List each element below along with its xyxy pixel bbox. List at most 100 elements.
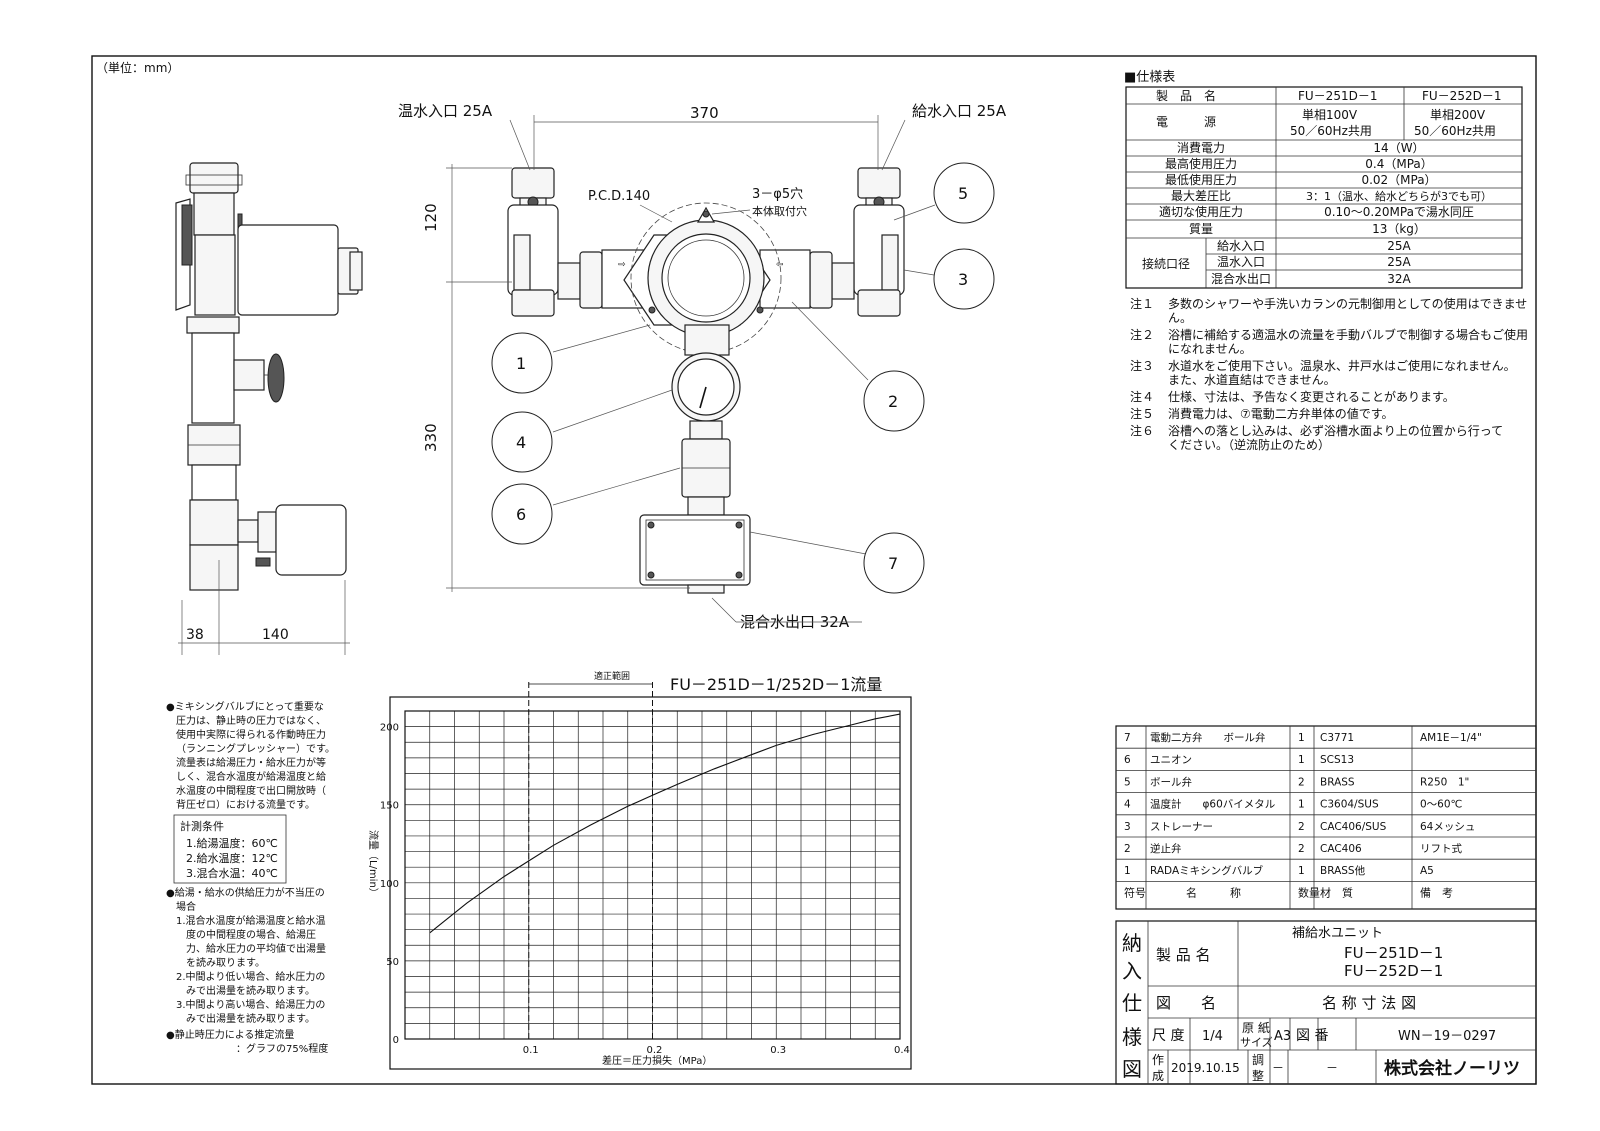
tb-adjust: － <box>1272 1061 1284 1075</box>
spec-row-label: 消費電力 <box>1177 140 1225 155</box>
tb-made-label1: 作 <box>1152 1053 1164 1067</box>
parts-cell: 5 <box>1124 776 1131 788</box>
flow-note-line: 3.中間より高い場合、給湯圧力の <box>176 998 325 1011</box>
parts-cell: 3 <box>1124 821 1131 833</box>
flow-note-line: 流量表は給湯圧力・給水圧力が等 <box>176 756 326 769</box>
tb-side-char: 納 <box>1122 931 1142 955</box>
chart-frame <box>389 696 912 1070</box>
tb-date: 2019.10.15 <box>1171 1061 1240 1075</box>
spec-row-value: 3：1（温水、給水どちらが3でも可） <box>1306 189 1492 203</box>
note-text: 浴槽への落とし込みは、必ず浴槽水面より上の位置から行って <box>1168 423 1503 438</box>
parts-cell: ボール弁 <box>1150 775 1192 788</box>
x-tick-label: 0.2 <box>647 1045 663 1056</box>
parts-cell: RADAミキシングバルブ <box>1150 864 1264 877</box>
unit-label: （単位：mm） <box>96 60 179 75</box>
tb-product-label: 製 品 名 <box>1156 946 1211 964</box>
flow-note-line: 度の中間程度の場合、給湯圧 <box>186 928 316 941</box>
company-logo: 株式会社ノーリツ <box>1384 1058 1520 1079</box>
note-text-cont: になれません。 <box>1168 342 1252 356</box>
parts-cell: 0～60℃ <box>1420 799 1462 811</box>
spec-row-value: 13（kg） <box>1372 222 1426 236</box>
y-tick-label: 150 <box>380 801 399 812</box>
note-text: 浴槽に補給する適温水の流量を手動バルブで制御する場合もご使用 <box>1168 327 1528 342</box>
x-tick-label: 0.3 <box>770 1045 786 1056</box>
note-text: 仕様、寸法は、予告なく変更されることがあります。 <box>1168 389 1455 404</box>
tb-drawing-name: 名 称 寸 法 図 <box>1322 994 1416 1012</box>
callout-1-label: 1 <box>516 354 526 373</box>
tb-product-a: FU－251D－1 <box>1344 944 1443 962</box>
flow-note-line: ●静止時圧力による推定流量 <box>166 1028 294 1041</box>
tb-paper-label2: サイズ <box>1240 1035 1273 1049</box>
flow-note-line: （ランニングプレッシャー）です。 <box>176 742 335 755</box>
parts-header-cell: 名 称 <box>1186 885 1241 899</box>
tb-product-b: FU－252D－1 <box>1344 962 1443 980</box>
flow-note-line: 2.中間より低い場合、給水圧力の <box>176 970 325 983</box>
sheet-border <box>91 55 1537 1085</box>
tb-side-char: 様 <box>1122 1025 1142 1049</box>
tb-dash: － <box>1326 1061 1338 1075</box>
dim-height-top: 120 <box>422 203 440 232</box>
spec-row-value: 0.10～0.20MPaで湯水同圧 <box>1324 205 1474 219</box>
flow-note-line: みで出湯量を読み取ります。 <box>186 1012 315 1025</box>
parts-cell: 1 <box>1298 732 1305 744</box>
cond-title: 計測条件 <box>180 819 224 833</box>
side-view: 38 140 <box>175 162 363 655</box>
callout-2-label: 2 <box>888 392 898 411</box>
dim-side-b: 140 <box>262 627 289 643</box>
flow-note-line: 1.混合水温度が給湯温度と給水温 <box>176 914 326 927</box>
cond-line: 1.給湯温度：60℃ <box>186 836 278 850</box>
callout-3 <box>933 248 995 310</box>
tb-side-char: 入 <box>1122 959 1142 983</box>
spec-col-b: FU－252D－1 <box>1422 89 1501 103</box>
flow-arrow-right: ⇦ <box>776 260 784 270</box>
cond-line: 2.給水温度：12℃ <box>186 851 278 865</box>
note-number: 注５ <box>1130 406 1154 421</box>
chart-ylabel: 流量（L/min） <box>367 830 380 898</box>
flow-note-line: みで出湯量を読み取ります。 <box>186 984 315 997</box>
parts-cell: 1 <box>1124 865 1131 877</box>
callout-5-label: 5 <box>958 184 968 203</box>
y-tick-label: 100 <box>380 879 399 890</box>
note-text-cont: また、水道直結はできません。 <box>1168 373 1336 387</box>
dim-height-main: 330 <box>422 423 440 452</box>
spec-power-label: 電 源 <box>1156 115 1216 129</box>
parts-cell: 1 <box>1298 865 1305 877</box>
note-number: 注３ <box>1130 358 1154 373</box>
parts-cell: 1 <box>1298 754 1305 766</box>
flow-note-line: 水温度の中間程度で出口開放時（ <box>176 784 326 797</box>
spec-conn-row-value: 32A <box>1387 272 1411 286</box>
callout-7-label: 7 <box>888 554 898 573</box>
parts-cell: BRASS <box>1320 776 1355 788</box>
x-tick-label: 0.1 <box>523 1045 539 1056</box>
parts-cell: A5 <box>1420 865 1434 877</box>
parts-cell: 7 <box>1124 732 1131 744</box>
parts-cell: 電動二方弁 ボール弁 <box>1150 731 1266 744</box>
parts-cell: R250 1" <box>1420 776 1469 788</box>
parts-header-cell: 材 質 <box>1320 885 1353 899</box>
note-text-cont: ん。 <box>1168 311 1192 325</box>
note-text: 多数のシャワーや手洗いカランの元制御用としての使用はできませ <box>1168 296 1527 311</box>
flow-note-line: 圧力は、静止時の圧力ではなく、 <box>176 714 326 727</box>
label-holes: 3－φ5穴 <box>752 187 803 202</box>
dim-side-a: 38 <box>186 627 204 643</box>
flow-note-line: ：グラフの75%程度 <box>236 1042 328 1055</box>
parts-cell: C3604/SUS <box>1320 799 1379 811</box>
parts-cell: CAC406/SUS <box>1320 821 1387 833</box>
spec-col-a: FU－251D－1 <box>1298 89 1377 103</box>
note-number: 注６ <box>1130 423 1154 438</box>
tb-side-char: 仕 <box>1122 991 1142 1015</box>
parts-cell: 2 <box>1298 821 1305 833</box>
spec-power-a2: 50／60Hz共用 <box>1290 124 1372 138</box>
parts-header-cell: 符号 <box>1124 886 1146 899</box>
flow-note-line: を読み取ります。 <box>186 956 265 969</box>
parts-cell: BRASS他 <box>1320 864 1366 877</box>
parts-cell: CAC406 <box>1320 843 1362 855</box>
parts-cell: 2 <box>1298 776 1305 788</box>
spec-conn-row-label: 給水入口 <box>1217 239 1265 253</box>
spec-row-label: 最大差圧比 <box>1171 189 1231 203</box>
parts-cell: C3771 <box>1320 732 1354 744</box>
parts-cell: 6 <box>1124 754 1131 766</box>
